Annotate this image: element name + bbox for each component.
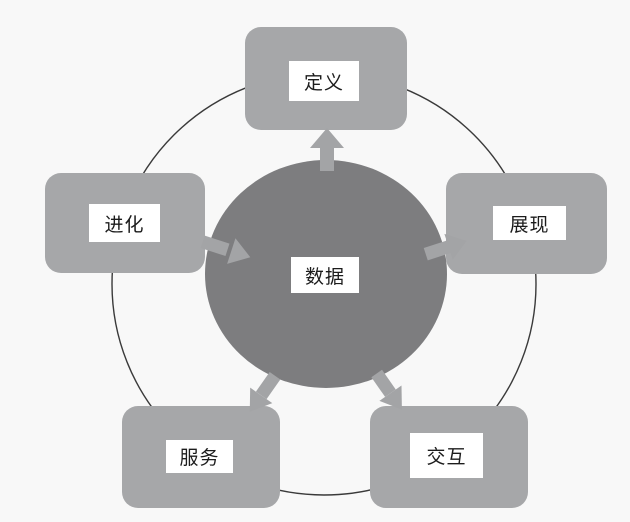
arrow-to-service [249, 372, 281, 412]
arrow-to-evolve [200, 235, 251, 264]
node-label-service: 服务 [166, 440, 233, 473]
arrow-to-define [310, 128, 344, 171]
arrow-to-present [423, 233, 467, 261]
node-label-interact: 交互 [410, 433, 483, 478]
node-label-evolve: 进化 [89, 204, 160, 242]
node-label-present: 展现 [493, 206, 566, 240]
node-label-define: 定义 [289, 61, 359, 101]
arrow-to-interact [371, 369, 402, 410]
center-label-data: 数据 [291, 257, 359, 293]
